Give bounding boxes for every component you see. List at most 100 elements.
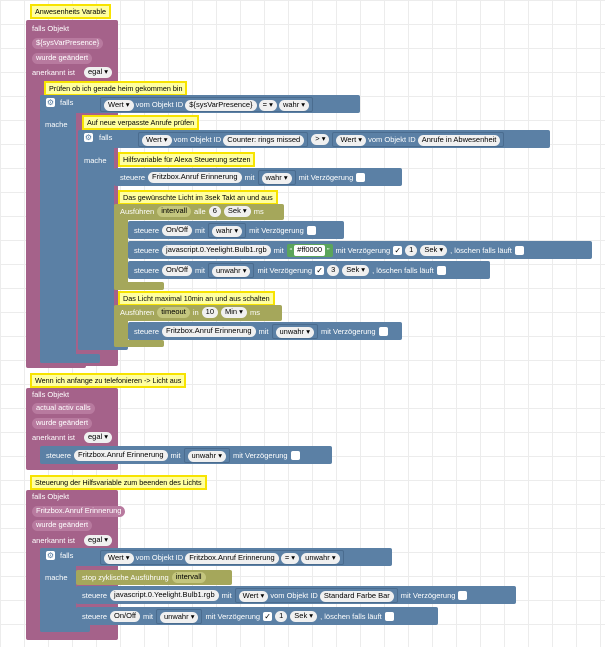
object-presence[interactable]: ${sysVarPresence} bbox=[32, 38, 104, 49]
dropdown-wert[interactable]: Wert ▾ bbox=[238, 590, 269, 602]
gear-icon[interactable]: ⚙ bbox=[46, 551, 55, 560]
dropdown-operator[interactable]: = ▾ bbox=[258, 100, 277, 111]
dropdown-unwahr[interactable]: unwahr ▾ bbox=[212, 265, 251, 277]
label-steuere: steuere bbox=[82, 611, 108, 621]
bool-block[interactable]: unwahr ▾ bbox=[156, 608, 203, 624]
object-anruf-erinnerung[interactable]: Fritzbox.Anruf Erinnerung bbox=[32, 506, 126, 517]
bool-block[interactable]: unwahr ▾ bbox=[208, 262, 255, 278]
compare-block[interactable]: Wert ▾ vom Objekt ID Counter: rings miss… bbox=[138, 132, 309, 147]
steuere-block-2[interactable]: steuere On/Off mit wahr ▾ mit Verzögerun… bbox=[128, 221, 344, 239]
steuere-block-3[interactable]: steuere javascript.0.Yeelight.Bulb1.rgb … bbox=[128, 241, 592, 259]
dropdown-wurde-geaendert[interactable]: wurde geändert bbox=[32, 53, 93, 64]
bool-block[interactable]: wahr ▾ bbox=[208, 222, 247, 238]
checkbox-verzoegerung[interactable] bbox=[263, 611, 273, 621]
dropdown-wert[interactable]: Wert ▾ bbox=[104, 553, 134, 564]
object-id-presence[interactable]: ${sysVarPresence} bbox=[185, 100, 257, 111]
comment-if1[interactable]: Prüfen ob ich gerade heim gekommen bin bbox=[44, 81, 188, 96]
checkbox-verzoegerung[interactable] bbox=[458, 590, 468, 600]
dropdown-unit[interactable]: Sek ▾ bbox=[290, 610, 318, 622]
checkbox-verzoegerung[interactable] bbox=[393, 245, 403, 255]
bool-block[interactable]: unwahr ▾ bbox=[183, 447, 230, 463]
dropdown-wert[interactable]: Wert ▾ bbox=[104, 100, 134, 111]
comment-b3[interactable]: Steuerung der Hilfsvariable zum beenden … bbox=[30, 475, 207, 490]
steuere-block-b3-2[interactable]: steuere On/Off mit unwahr ▾ mit Verzöger… bbox=[76, 607, 438, 625]
object-standard-farbe[interactable]: Standard Farbe Bar bbox=[319, 590, 394, 602]
dropdown-anerkannt[interactable]: egal ▾ bbox=[84, 535, 113, 546]
checkbox-verzoegerung[interactable] bbox=[356, 172, 366, 182]
gear-icon[interactable]: ⚙ bbox=[84, 133, 93, 142]
dropdown-operator[interactable]: > ▾ bbox=[311, 134, 330, 145]
gear-icon[interactable]: ⚙ bbox=[46, 98, 55, 107]
checkbox-loeschen[interactable] bbox=[384, 611, 394, 621]
comment-c2[interactable]: Das gewünschte Licht im 3sek Takt an und… bbox=[118, 190, 278, 205]
compare-block-2[interactable]: Wert ▾ vom Objekt ID Anrufe in Abwesenhe… bbox=[332, 132, 505, 147]
checkbox-verzoegerung[interactable] bbox=[315, 265, 325, 275]
object-yeelight-rgb[interactable]: javascript.0.Yeelight.Bulb1.rgb bbox=[162, 244, 271, 256]
steuere-block-b2[interactable]: steuere Fritzbox.Anruf Erinnerung mit un… bbox=[40, 446, 332, 464]
dropdown-anerkannt[interactable]: egal ▾ bbox=[84, 67, 113, 78]
compare-block[interactable]: Wert ▾ vom Objekt ID ${sysVarPresence} =… bbox=[100, 97, 314, 112]
delay-value[interactable]: 1 bbox=[405, 244, 418, 256]
value-block[interactable]: Wert ▾ vom Objekt ID Standard Farbe Bar bbox=[234, 587, 398, 603]
object-onoff[interactable]: On/Off bbox=[162, 264, 192, 276]
object-yeelight-rgb[interactable]: javascript.0.Yeelight.Bulb1.rgb bbox=[110, 589, 219, 601]
dropdown-unwahr[interactable]: unwahr ▾ bbox=[160, 611, 199, 623]
steuere-block-5[interactable]: steuere Fritzbox.Anruf Erinnerung mit un… bbox=[128, 322, 402, 340]
delay-value[interactable]: 3 bbox=[327, 264, 340, 276]
string-block[interactable]: “ #ff0000 ” bbox=[286, 243, 333, 257]
checkbox-loeschen[interactable] bbox=[436, 265, 446, 275]
dropdown-unit[interactable]: Sek ▾ bbox=[223, 206, 251, 217]
comment-c1[interactable]: Hilfsvariable für Alexa Steuerung setzen bbox=[118, 152, 256, 167]
comment-c3[interactable]: Das Licht maximal 10min an und aus schal… bbox=[118, 291, 275, 306]
object-id-rings-missed[interactable]: Counter: rings missed bbox=[223, 135, 305, 146]
label-ausfuehren: Ausführen bbox=[120, 308, 155, 317]
dropdown-unit[interactable]: Sek ▾ bbox=[342, 264, 370, 276]
object-anruf-erinnerung[interactable]: Fritzbox.Anruf Erinnerung bbox=[162, 325, 256, 337]
checkbox-verzoegerung[interactable] bbox=[290, 450, 300, 460]
comment-b1[interactable]: Anwesenheits Varable bbox=[30, 4, 111, 19]
dropdown-unwahr[interactable]: unwahr ▾ bbox=[275, 326, 314, 338]
delay-value[interactable]: 1 bbox=[275, 610, 288, 622]
dropdown-wahr[interactable]: wahr ▾ bbox=[261, 172, 292, 184]
dropdown-unit[interactable]: Sek ▾ bbox=[420, 244, 448, 256]
interval-name[interactable]: intervall bbox=[171, 572, 206, 583]
dropdown-wurde-geaendert[interactable]: wurde geändert bbox=[32, 418, 93, 429]
object-anruf-erinnerung[interactable]: Fritzbox.Anruf Erinnerung bbox=[148, 171, 242, 183]
label-steuere: steuere bbox=[46, 450, 72, 460]
interval-name[interactable]: intervall bbox=[157, 206, 192, 217]
label-falls: falls bbox=[60, 551, 74, 560]
object-onoff[interactable]: On/Off bbox=[162, 224, 192, 236]
checkbox-verzoegerung[interactable] bbox=[378, 326, 388, 336]
bool-block[interactable]: wahr ▾ bbox=[257, 169, 296, 185]
interval-value[interactable]: 6 bbox=[208, 206, 221, 217]
steuere-block-1[interactable]: steuere Fritzbox.Anruf Erinnerung mit wa… bbox=[114, 168, 402, 186]
dropdown-operator[interactable]: = ▾ bbox=[280, 553, 300, 564]
checkbox-verzoegerung[interactable] bbox=[306, 225, 316, 235]
dropdown-anerkannt[interactable]: egal ▾ bbox=[84, 432, 113, 443]
comment-b2[interactable]: Wenn ich anfange zu telefonieren -> Lich… bbox=[30, 373, 187, 388]
bool-block[interactable]: unwahr ▾ bbox=[271, 323, 318, 339]
dropdown-unwahr[interactable]: unwahr ▾ bbox=[301, 553, 340, 564]
object-anruf-erinnerung[interactable]: Fritzbox.Anruf Erinnerung bbox=[74, 449, 168, 461]
dropdown-wahr[interactable]: wahr ▾ bbox=[212, 225, 243, 237]
stop-interval-block[interactable]: stop zyklische Ausführung intervall bbox=[76, 570, 232, 585]
dropdown-unwahr[interactable]: unwahr ▾ bbox=[187, 450, 226, 462]
object-onoff[interactable]: On/Off bbox=[110, 610, 140, 622]
timeout-name[interactable]: timeout bbox=[157, 307, 190, 318]
dropdown-wahr[interactable]: wahr ▾ bbox=[278, 100, 310, 111]
object-id-abwesenheit[interactable]: Anrufe in Abwesenheit bbox=[417, 135, 501, 146]
comment-if2[interactable]: Auf neue verpasste Anrufe prüfen bbox=[82, 115, 200, 130]
steuere-block-4[interactable]: steuere On/Off mit unwahr ▾ mit Verzöger… bbox=[128, 261, 490, 279]
object-activ-calls[interactable]: actual activ calls bbox=[32, 403, 95, 414]
dropdown-wert[interactable]: Wert ▾ bbox=[336, 135, 367, 146]
dropdown-wurde-geaendert[interactable]: wurde geändert bbox=[32, 520, 93, 531]
dropdown-wert[interactable]: Wert ▾ bbox=[142, 135, 172, 146]
object-id-erinnerung[interactable]: Fritzbox.Anruf Erinnerung bbox=[185, 553, 279, 564]
steuere-block-b3-1[interactable]: steuere javascript.0.Yeelight.Bulb1.rgb … bbox=[76, 586, 516, 604]
compare-block[interactable]: Wert ▾ vom Objekt ID Fritzbox.Anruf Erin… bbox=[100, 550, 344, 565]
checkbox-loeschen[interactable] bbox=[514, 245, 524, 255]
quote-close: ” bbox=[327, 245, 330, 255]
color-text[interactable]: #ff0000 bbox=[294, 244, 326, 256]
timeout-value[interactable]: 10 bbox=[201, 307, 218, 318]
dropdown-unit[interactable]: Min ▾ bbox=[221, 307, 247, 318]
